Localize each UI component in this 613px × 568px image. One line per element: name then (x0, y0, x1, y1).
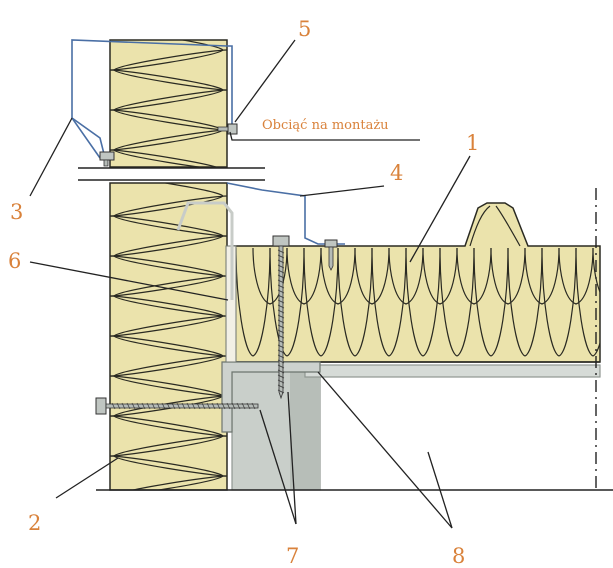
roof-flashing (226, 182, 345, 245)
insulation-fiber (558, 247, 594, 305)
label-5: 5 (298, 17, 311, 41)
insulation-fiber (114, 516, 227, 556)
wall-panel-upper (109, 39, 228, 168)
angle-bracket (221, 361, 321, 433)
insulation-fiber (286, 247, 322, 305)
screw-through-roof (272, 235, 290, 400)
insulation-fiber (422, 247, 458, 305)
label-4: 4 (390, 161, 403, 185)
insulation-fiber (469, 205, 521, 247)
seal-strip (176, 201, 237, 363)
insulation-fiber (354, 247, 390, 305)
label-8: 8 (452, 544, 465, 568)
insulation-fiber (320, 247, 356, 305)
insulation-fiber (337, 247, 373, 357)
insulation-fiber (371, 247, 407, 357)
stitch-screw-roof (324, 239, 338, 271)
label-3: 3 (10, 200, 23, 224)
label-1: 1 (466, 131, 479, 155)
insulation-fiber (252, 247, 288, 305)
label-6: 6 (8, 249, 21, 273)
label-2: 2 (28, 511, 41, 535)
insulation-fiber (490, 247, 526, 305)
stitch-screw-flashing (99, 151, 115, 167)
roof-panel (232, 202, 601, 363)
insulation-fiber (575, 247, 600, 357)
screw-through-wall (95, 397, 259, 415)
insulation-fiber (131, 475, 227, 490)
insulation-fiber (110, 149, 218, 167)
label-7: 7 (286, 544, 299, 568)
insulation-fiber (235, 247, 271, 357)
steel-column (231, 364, 601, 491)
insulation-fiber (507, 247, 543, 357)
insulation-fiber (405, 247, 441, 357)
insulation-fiber (388, 247, 424, 305)
cut-lines (78, 167, 265, 181)
insulation-fiber (269, 247, 305, 357)
insulation-fiber (592, 247, 600, 305)
insulation-fiber (524, 247, 560, 305)
cut-on-site-note: Obciąć na montażu (262, 118, 389, 133)
insulation-fiber (439, 247, 475, 357)
wall-panel (109, 182, 228, 556)
insulation-fiber (110, 496, 223, 536)
insulation-fiber (303, 247, 339, 357)
stitch-screw-wall (217, 123, 238, 135)
insulation-fiber (541, 247, 577, 357)
labels: 1 2 3 4 5 6 7 8 Obciąć na montażu (8, 17, 479, 568)
insulation-fiber (473, 247, 509, 357)
leader-lines (29, 39, 471, 529)
insulation-fiber (456, 247, 492, 305)
